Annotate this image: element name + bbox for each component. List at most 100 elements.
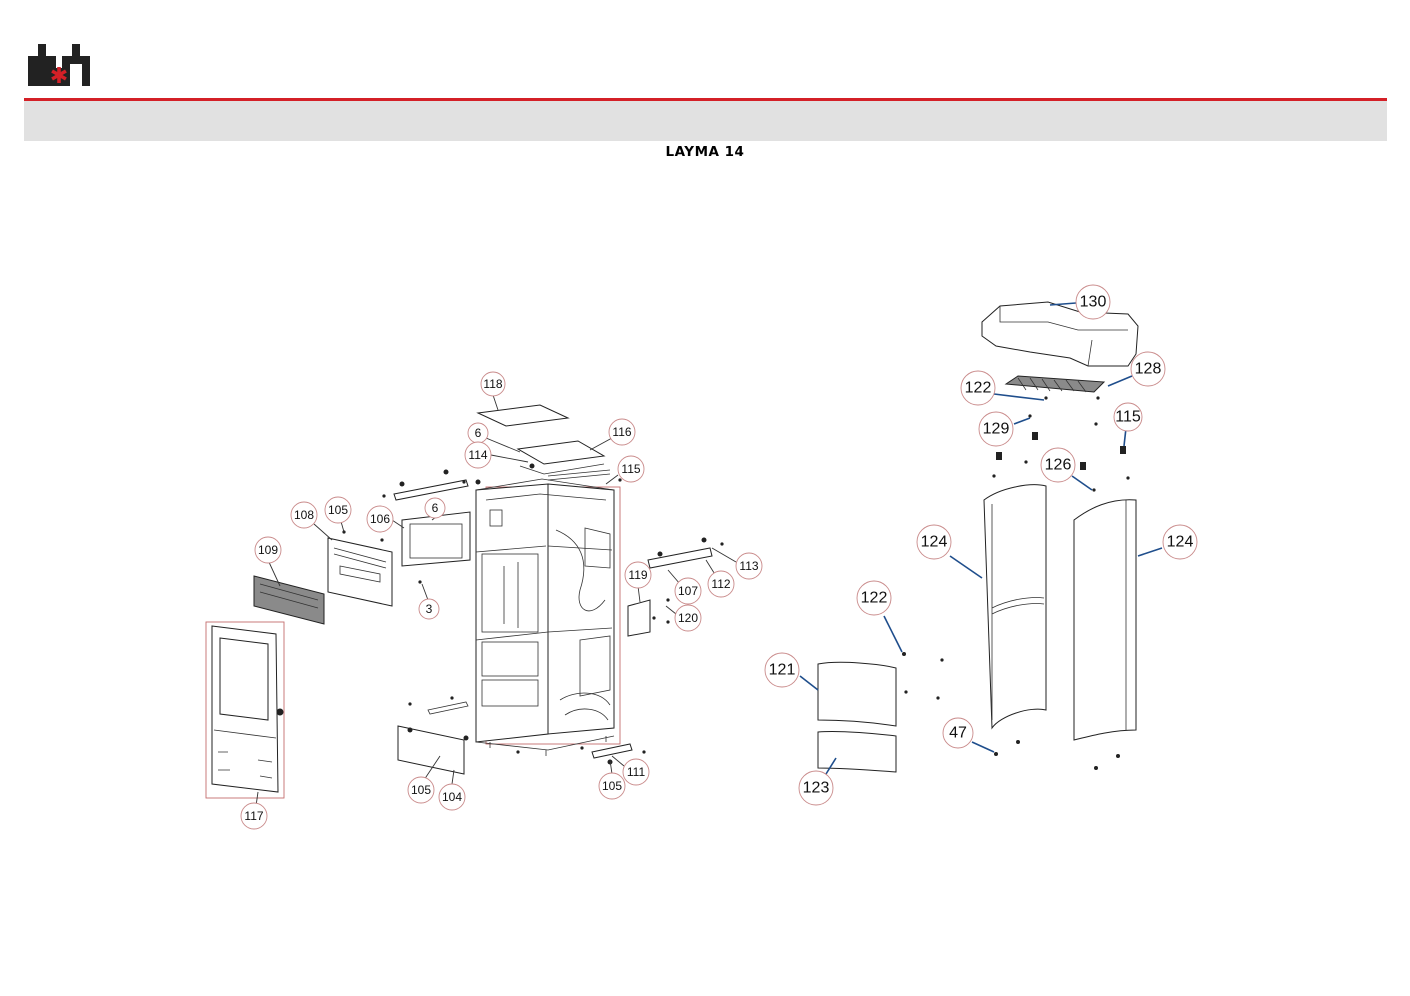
callout-label: 119	[628, 568, 647, 582]
callout-label: 121	[769, 662, 796, 679]
callout-115: 115	[617, 455, 645, 483]
callout-47: 47	[942, 717, 974, 749]
callout-label: 124	[1167, 534, 1194, 551]
callout-circle	[1162, 524, 1198, 560]
callout-124: 124	[1162, 524, 1198, 560]
header-grey-band	[24, 101, 1387, 141]
callout-113: 113	[735, 552, 763, 580]
callout-105: 105	[324, 496, 352, 524]
callout-circle	[324, 496, 352, 524]
callout-117: 117	[240, 802, 268, 830]
callout-111: 111	[622, 758, 650, 786]
callout-circle	[674, 604, 702, 632]
callout-circle	[942, 717, 974, 749]
callout-6: 6	[424, 497, 446, 519]
callout-105: 105	[407, 776, 435, 804]
stove-main-frame	[475, 478, 621, 756]
stove-chimney-asterisk-logo	[28, 44, 90, 86]
callout-label: 109	[258, 543, 278, 557]
callout-116: 116	[608, 418, 636, 446]
callout-circle	[407, 776, 435, 804]
part-117-door	[205, 621, 285, 799]
callout-circle	[916, 524, 952, 560]
callout-120: 120	[674, 604, 702, 632]
callout-label: 117	[244, 809, 263, 823]
callout-label: 111	[627, 765, 646, 779]
callout-label: 130	[1080, 294, 1107, 311]
callout-label: 105	[602, 779, 622, 793]
callout-circle	[624, 561, 652, 589]
callout-112: 112	[707, 570, 735, 598]
callout-label: 106	[370, 512, 390, 526]
callout-label: 118	[483, 377, 502, 391]
screws-left	[342, 463, 724, 765]
callout-label: 122	[861, 590, 888, 607]
part-115-rail	[547, 469, 611, 481]
callout-circle	[1075, 284, 1111, 320]
callout-label: 6	[475, 426, 482, 440]
callout-label: 104	[442, 790, 462, 804]
callout-circle	[1040, 447, 1076, 483]
callout-label: 126	[1045, 457, 1072, 474]
callout-label: 105	[328, 503, 348, 517]
callout-126: 126	[1040, 447, 1076, 483]
part-lower-bracket-left	[427, 701, 469, 715]
part-bracket-upper	[393, 479, 469, 501]
part-104-kickplate	[397, 725, 465, 775]
callout-circle	[418, 598, 440, 620]
leader-lines-left	[255, 394, 737, 807]
callout-label: 3	[426, 602, 433, 616]
callout-label: 105	[411, 783, 431, 797]
callout-label: 122	[965, 380, 992, 397]
callout-109: 109	[254, 536, 282, 564]
callout-label: 6	[432, 501, 439, 515]
callout-circle	[1113, 402, 1143, 432]
callout-circle	[1130, 351, 1166, 387]
callout-label: 115	[1115, 409, 1141, 426]
stove-body-exploded-view	[205, 394, 737, 807]
part-130-top-cover	[981, 301, 1139, 367]
document-title: LAYMA 14	[665, 144, 745, 160]
callout-circle	[707, 570, 735, 598]
callout-circle	[617, 455, 645, 483]
callout-label: 107	[678, 584, 698, 598]
part-128-grid-plate	[1004, 375, 1106, 393]
callout-114: 114	[464, 441, 492, 469]
callout-115: 115	[1113, 402, 1143, 432]
part-111-foot-bracket	[591, 743, 633, 759]
callout-circle	[960, 370, 996, 406]
callout-label: 120	[678, 611, 698, 625]
callout-circle	[622, 758, 650, 786]
callout-circle	[464, 441, 492, 469]
part-6-panel	[401, 511, 471, 567]
part-112-side-rail	[647, 547, 713, 569]
callout-circle	[424, 497, 446, 519]
callout-128: 128	[1130, 351, 1166, 387]
callout-circle	[438, 783, 466, 811]
callout-104: 104	[438, 783, 466, 811]
part-119-inspection-cover	[627, 599, 651, 637]
callout-label: 112	[711, 577, 730, 591]
callout-circle	[798, 770, 834, 806]
callout-circle	[978, 411, 1014, 447]
callout-129: 129	[978, 411, 1014, 447]
part-118-top-plate	[476, 404, 570, 427]
part-121-front-panel-upper	[817, 661, 897, 727]
callout-label: 113	[739, 559, 758, 573]
header-red-rule	[24, 98, 1387, 101]
part-108-door-frame	[327, 537, 393, 607]
callout-label: 108	[294, 508, 314, 522]
callout-label: 115	[621, 462, 640, 476]
callout-119: 119	[624, 561, 652, 589]
callout-circle	[608, 418, 636, 446]
callout-circle	[598, 772, 626, 800]
callout-124: 124	[916, 524, 952, 560]
callout-label: 124	[921, 534, 948, 551]
callout-circle	[366, 505, 394, 533]
screws-right	[902, 396, 1130, 770]
callout-label: 129	[983, 421, 1010, 438]
callout-circle	[674, 577, 702, 605]
callout-label: 47	[949, 725, 967, 742]
callout-130: 130	[1075, 284, 1111, 320]
